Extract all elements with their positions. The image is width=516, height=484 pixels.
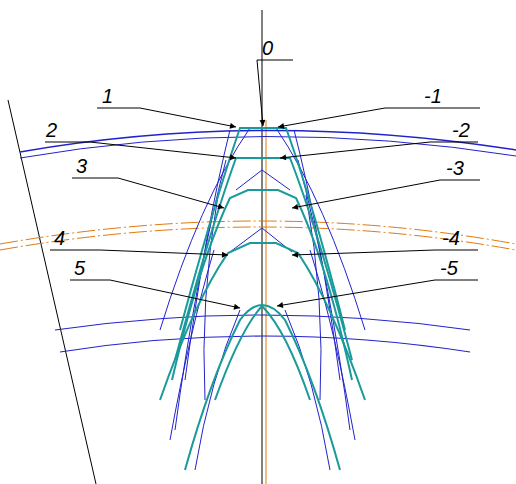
leader-lines xyxy=(45,60,480,308)
callout-number: -5 xyxy=(440,258,458,278)
callout-number: -4 xyxy=(442,228,460,248)
callout-number: 5 xyxy=(74,258,85,278)
callout-number: 2 xyxy=(46,120,57,140)
callout-number: 3 xyxy=(76,156,87,176)
callout-number: 0 xyxy=(262,38,273,58)
callout-number: 1 xyxy=(102,86,113,106)
callout-number: 4 xyxy=(54,228,65,248)
callout-number: -1 xyxy=(424,86,442,106)
callout-number: -3 xyxy=(446,158,464,178)
callout-number: -2 xyxy=(452,120,470,140)
